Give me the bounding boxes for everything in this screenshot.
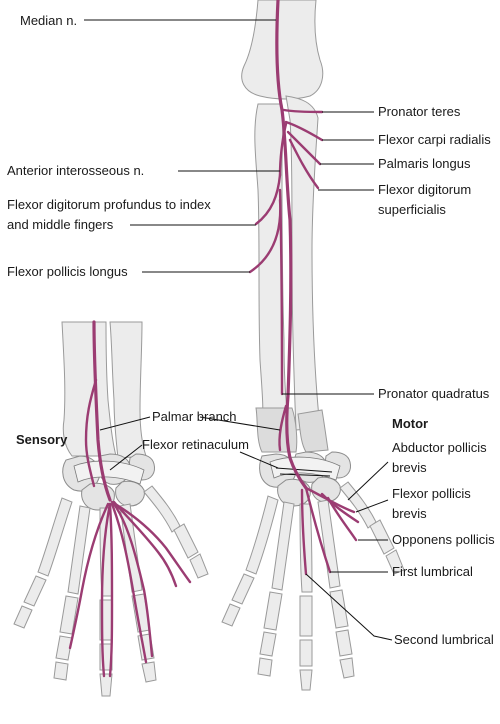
l-phalanx-4c	[53, 661, 69, 681]
l-phalanx-5a	[23, 575, 47, 607]
right-nerves	[248, 0, 360, 576]
branch-fcr	[284, 120, 324, 142]
digital-middle-b	[108, 502, 114, 678]
left-ulna	[109, 321, 147, 459]
digital-index-a	[110, 502, 148, 664]
branch-pronator-teres	[282, 108, 324, 114]
l-phalanx-5b	[13, 605, 33, 629]
leader-fpb	[355, 499, 389, 513]
left-nerves	[68, 320, 192, 678]
l-phalanx-2c	[141, 661, 157, 683]
label-fpb-line2: brevis	[392, 506, 427, 521]
branch-fdp	[254, 173, 282, 226]
label-pronator-quadratus: Pronator quadratus	[378, 386, 490, 401]
branch-second-lumbrical	[300, 488, 308, 576]
label-palmar-branch: Palmar branch	[152, 409, 237, 424]
label-fdp-line1: Flexor digitorum profundus to index	[7, 197, 211, 212]
label-fds-line1: Flexor digitorum	[378, 182, 471, 197]
label-fpb-line1: Flexor pollicis	[392, 486, 471, 501]
label-apb-line2: brevis	[392, 460, 427, 475]
phalanx-1b	[385, 549, 405, 575]
l-retinaculum-band	[73, 460, 145, 485]
label-fpl: Flexor pollicis longus	[7, 264, 128, 279]
distal-ulna	[297, 409, 329, 453]
metacarpal-2	[317, 499, 341, 589]
carpal-4	[277, 478, 311, 507]
branch-apb	[320, 492, 360, 524]
phalanx-1a	[369, 519, 395, 555]
digital-thumb-b	[112, 500, 178, 588]
leader-second-lumbrical	[305, 573, 393, 641]
leader-flexor-retinaculum-r	[239, 451, 279, 469]
l-phalanx-4b	[55, 635, 73, 661]
right-hand	[221, 451, 405, 691]
l-carpal-5	[115, 480, 145, 507]
label-fcr: Flexor carpi radialis	[378, 132, 491, 147]
l-metacarpal-5	[37, 497, 73, 577]
branch-opponens	[326, 496, 358, 542]
phalanx-2a	[329, 589, 349, 629]
label-fds-line2: superficialis	[378, 202, 446, 217]
forearm-bones	[241, 0, 329, 453]
leader-flexor-retinaculum	[109, 444, 143, 471]
label-opponens: Opponens pollicis	[392, 532, 495, 547]
branch-palmaris	[286, 130, 322, 166]
digital-thumb	[110, 500, 192, 584]
digital-middle-a	[100, 502, 112, 678]
phalanx-4c	[257, 657, 273, 677]
phalanx-3b	[299, 639, 313, 667]
leader-palmar-branch	[99, 416, 281, 431]
labels: Median n. Anterior interosseous n. Flexo…	[7, 13, 495, 647]
leader-apb	[347, 461, 389, 501]
phalanx-2c	[339, 657, 355, 679]
leader-lines	[84, 19, 393, 641]
label-flexor-retinaculum: Flexor retinaculum	[142, 437, 249, 452]
label-motor: Motor	[392, 416, 428, 431]
label-median: Median n.	[20, 13, 77, 28]
label-first-lumbrical: First lumbrical	[392, 564, 473, 579]
distal-radius	[255, 407, 298, 453]
label-second-lumbrical: Second lumbrical	[394, 632, 494, 647]
label-palmaris: Palmaris longus	[378, 156, 471, 171]
metacarpal-5	[245, 495, 279, 575]
l-phalanx-3c	[99, 673, 113, 697]
phalanx-3a	[299, 595, 313, 637]
median-nerve-trunk	[275, 0, 308, 490]
anterior-interosseous-branch	[278, 122, 288, 177]
label-apb-line1: Abductor pollicis	[392, 440, 487, 455]
label-sensory: Sensory	[16, 432, 68, 447]
phalanx-3c	[299, 669, 313, 691]
label-pronator-teres: Pronator teres	[378, 104, 461, 119]
l-phalanx-1b	[189, 553, 209, 579]
branch-first-lumbrical	[304, 486, 332, 574]
phalanx-2b	[335, 629, 353, 657]
phalanx-4a	[263, 591, 283, 631]
label-fdp-line2: and middle fingers	[7, 217, 114, 232]
l-phalanx-1a	[173, 523, 199, 559]
branch-fds	[288, 138, 320, 190]
label-anterior-interosseous: Anterior interosseous n.	[7, 163, 144, 178]
humerus	[241, 0, 324, 100]
digital-ring	[68, 502, 110, 650]
l-metacarpal-4	[67, 505, 91, 595]
left-radius	[61, 321, 117, 457]
metacarpal-4	[271, 501, 295, 591]
left-forearm-bones	[61, 321, 147, 459]
phalanx-4b	[259, 631, 277, 657]
digital-index-b	[112, 502, 154, 658]
branch-pronator-quadratus	[278, 188, 284, 396]
phalanx-5b	[221, 603, 241, 627]
left-median-trunk	[92, 320, 112, 502]
l-metacarpal-1	[143, 485, 181, 533]
phalanx-5a	[231, 573, 255, 605]
palmar-branch-right	[278, 404, 288, 452]
left-palmar-branch	[84, 378, 98, 488]
